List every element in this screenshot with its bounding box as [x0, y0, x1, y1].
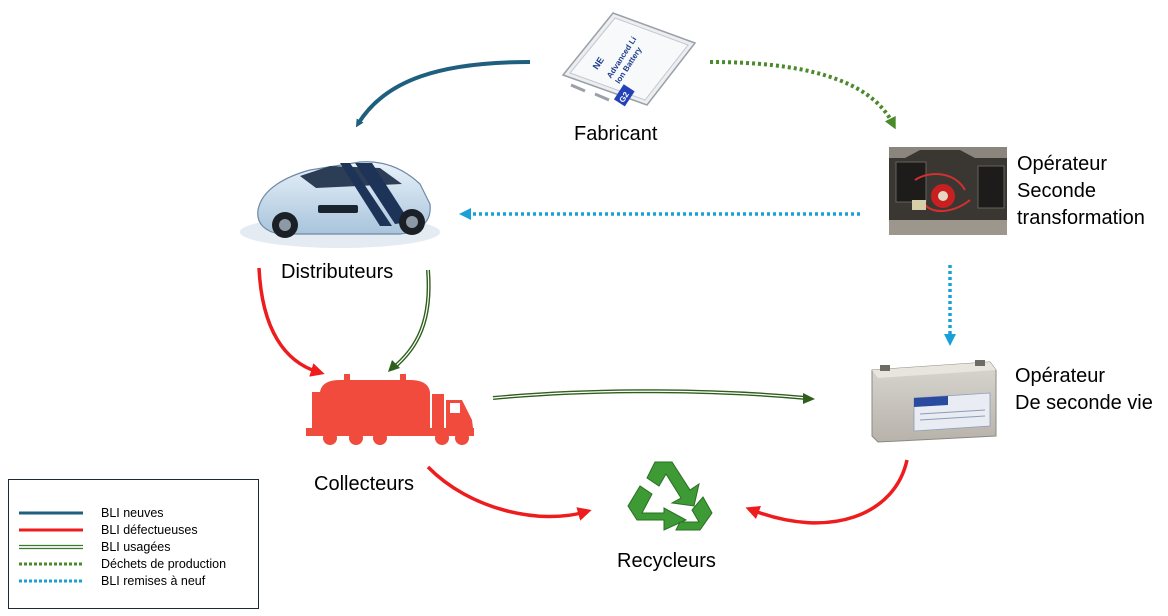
arrow-fabricant-to-transformation [709, 60, 896, 130]
arrow-secondevie-to-recycleurs [745, 459, 909, 525]
recycle-icon [627, 461, 713, 531]
legend-swatch-neuves [19, 511, 83, 515]
legend-label-remises: BLI remises à neuf [101, 574, 206, 588]
legend-label-neuves: BLI neuves [101, 506, 164, 520]
electrical-compartment-image [889, 147, 1007, 235]
legend-item-remises: BLI remises à neuf [9, 573, 258, 589]
node-label-transformation-line-3: transformation [1017, 207, 1145, 229]
truck-icon [306, 374, 474, 445]
node-label-fabricant: Fabricant [574, 123, 658, 145]
legend-swatch-usagees [19, 544, 83, 550]
node-label-recycleurs: Recycleurs [617, 550, 716, 572]
arrow-usagees-distributeurs-to-collecteurs [388, 269, 431, 372]
car-image [240, 161, 440, 248]
legend-item-dechets: Déchets de production [9, 556, 258, 572]
node-label-secondevie-line-2: De seconde vie [1015, 392, 1153, 414]
arrow-usagees-collecteurs-to-secondevie [492, 389, 815, 404]
legend-label-defectueuses: BLI défectueuses [101, 523, 198, 537]
legend-item-usagees: BLI usagées [9, 539, 258, 555]
node-label-transformation-line-1: Opérateur [1017, 153, 1108, 175]
legend-label-dechets: Déchets de production [101, 557, 227, 571]
legend-item-defectueuses: BLI défectueuses [9, 522, 258, 538]
arrow-collecteurs-to-recycleurs [426, 465, 592, 521]
legend-item-neuves: BLI neuves [9, 505, 258, 521]
arrow-fabricant-to-distributeurs [355, 60, 531, 128]
legend: BLI neuves BLI défectueuses BLI usagées … [8, 479, 259, 609]
pouch-battery-image: NE Advanced Li Ion Battery G2 [561, 12, 697, 107]
node-label-distributeurs: Distributeurs [281, 261, 394, 283]
legend-swatch-dechets [19, 562, 83, 566]
node-label-transformation-line-2: Seconde [1017, 180, 1096, 202]
node-label-collecteurs: Collecteurs [314, 473, 415, 495]
arrow-distributeurs-to-collecteurs [257, 267, 325, 377]
node-label-secondevie-line-1: Opérateur [1015, 365, 1106, 387]
legend-label-usagees: BLI usagées [101, 540, 171, 554]
legend-swatch-remises [19, 579, 83, 583]
lead-battery-image [871, 360, 997, 443]
legend-swatch-defectueuses [19, 528, 83, 532]
